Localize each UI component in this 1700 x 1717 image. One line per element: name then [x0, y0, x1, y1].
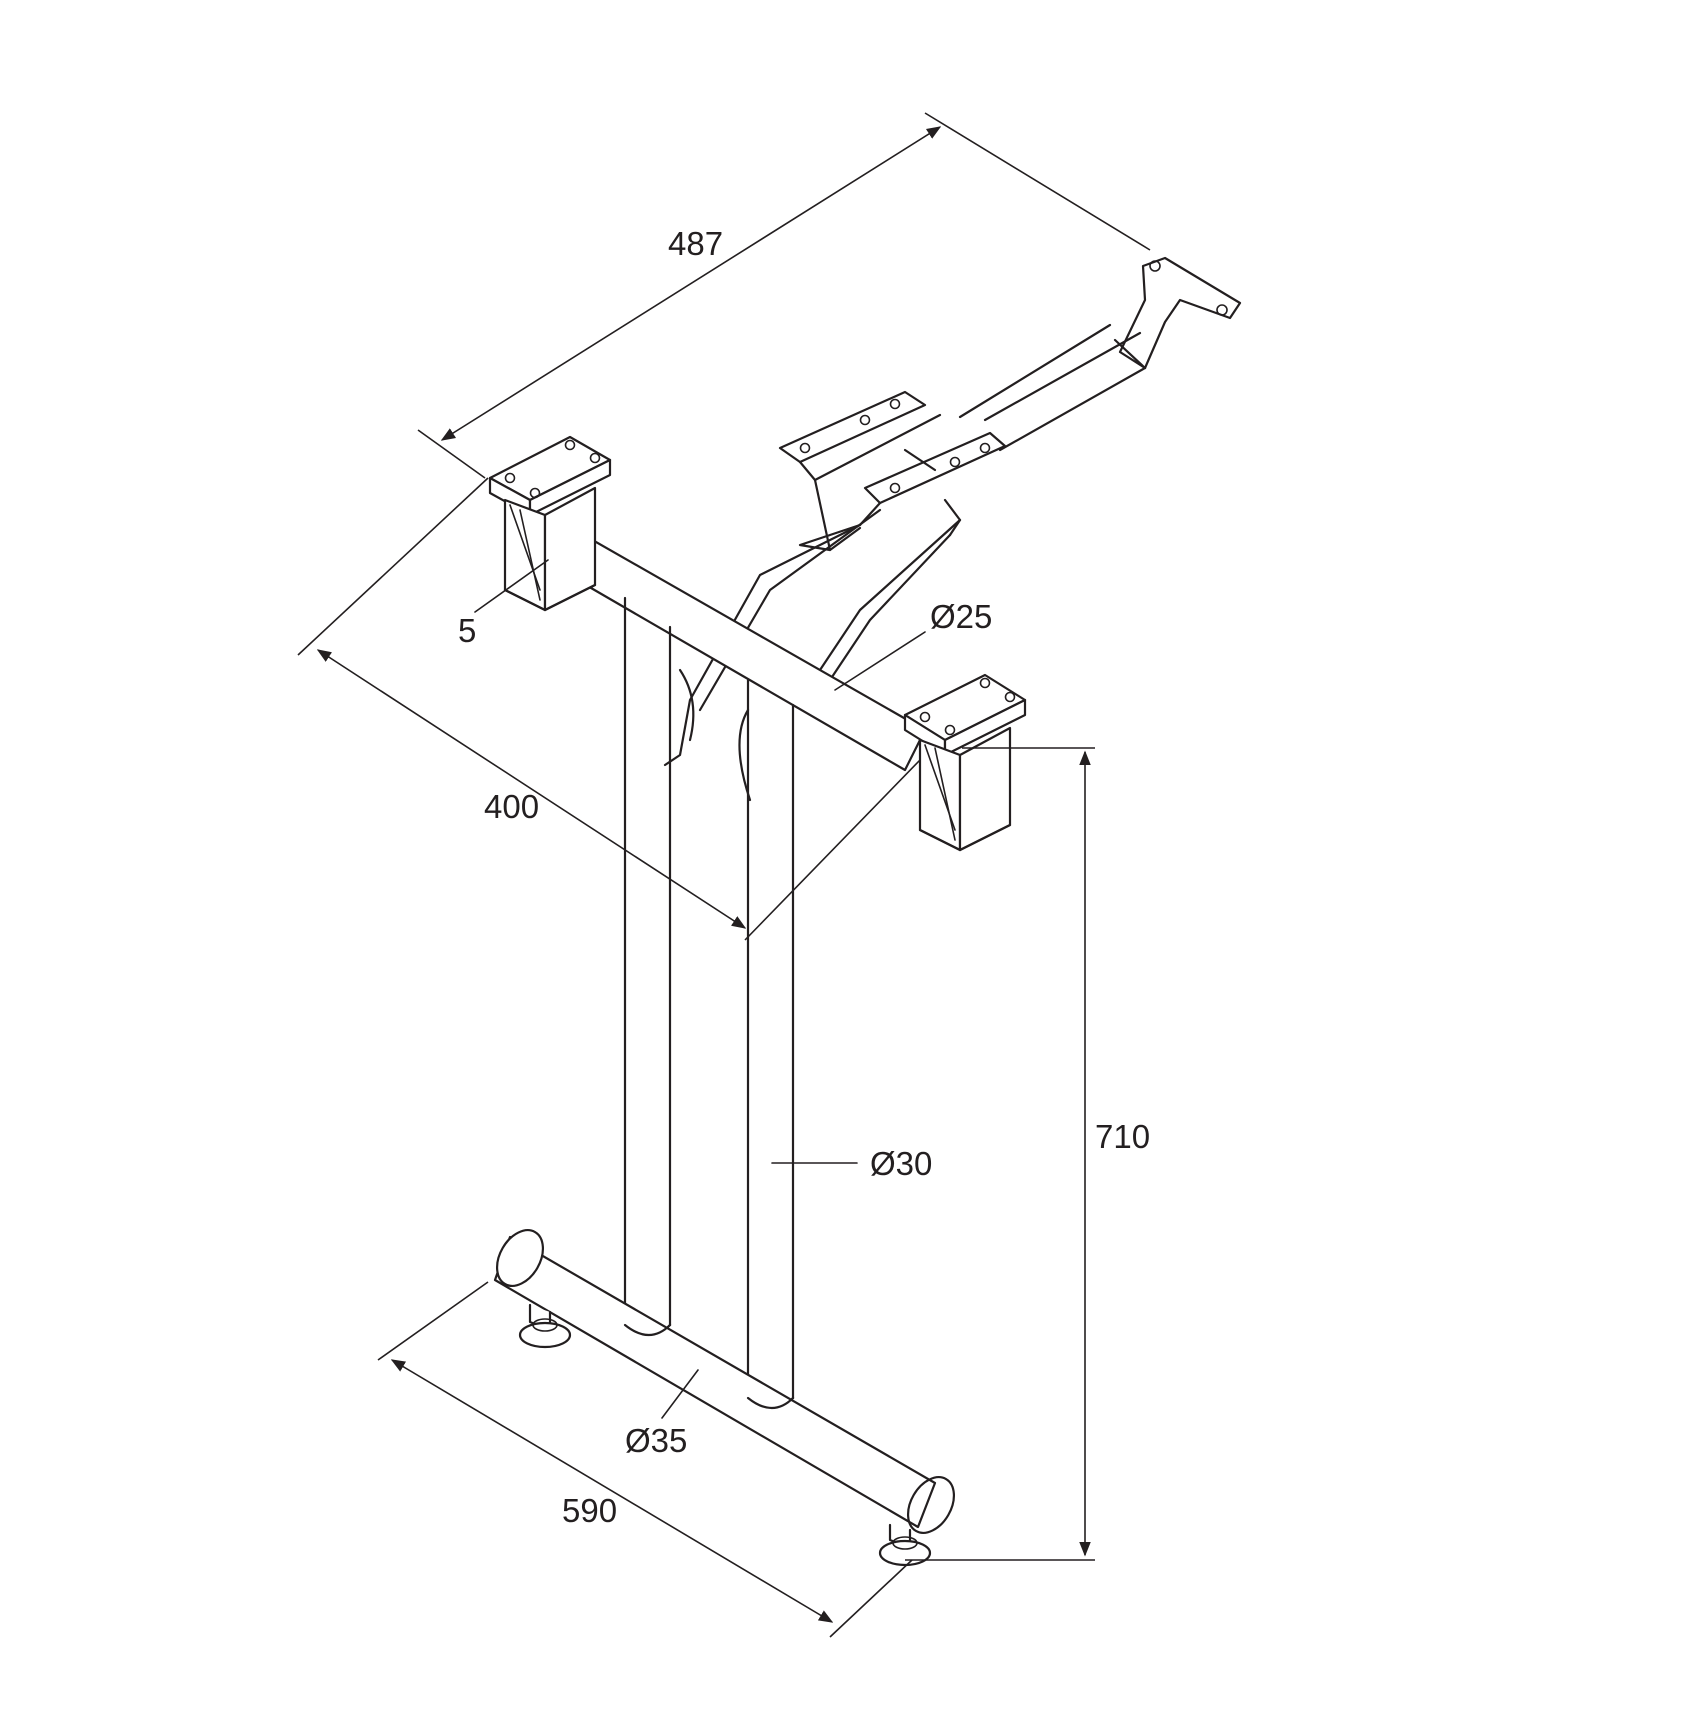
- label-foot-length: 590: [562, 1492, 617, 1529]
- left-leveling-foot: [518, 1303, 572, 1349]
- left-mounting-block: [488, 435, 612, 612]
- right-mounting-block: [903, 673, 1027, 852]
- dim-710: [905, 747, 1095, 1561]
- foot-tube: [493, 1229, 956, 1534]
- label-plate-thickness: 5: [458, 612, 476, 649]
- leader-foot-tube: [661, 1369, 699, 1419]
- right-leveling-foot: [878, 1523, 932, 1567]
- leader-plate-thickness: [474, 559, 549, 613]
- left-column: [623, 596, 695, 1337]
- label-depth: 400: [484, 788, 539, 825]
- right-column: [738, 678, 795, 1410]
- dim-400: [297, 477, 921, 941]
- label-top-frame-length: 487: [668, 225, 723, 262]
- dim-590: [377, 1281, 913, 1638]
- label-column-diameter: Ø30: [870, 1145, 932, 1182]
- rear-support-arm: [663, 256, 1242, 767]
- label-top-tube-diameter: Ø25: [930, 598, 992, 635]
- top-cross-tube: [550, 528, 927, 772]
- leader-top-tube: [834, 631, 926, 691]
- label-height: 710: [1095, 1118, 1150, 1155]
- label-foot-tube-diameter: Ø35: [625, 1422, 687, 1459]
- dim-487: [417, 112, 1151, 479]
